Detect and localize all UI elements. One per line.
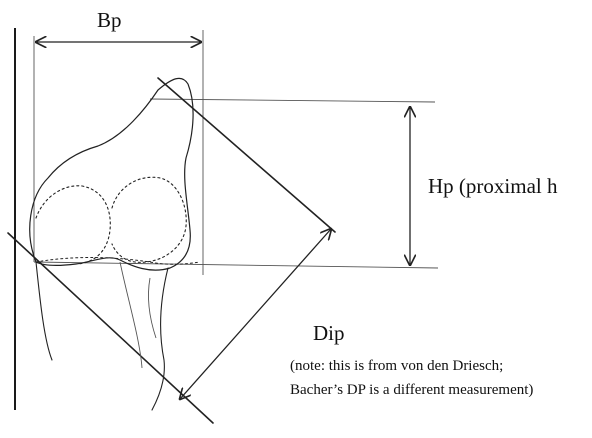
dip-lower-tangent-line [7, 232, 214, 424]
bone-right-edge [151, 267, 169, 411]
note-line-1: (note: this is from von den Driesch; [290, 358, 503, 374]
bp-measurement: Bp [33, 8, 204, 275]
note-line-2: Bacher’s DP is a different measurement) [290, 382, 533, 398]
bone-left-edge [35, 261, 53, 361]
bp-label: Bp [97, 8, 122, 32]
hp-label: Hp (proximal h [428, 174, 558, 198]
dip-dimension-arrow [180, 229, 331, 399]
bone-sketch [29, 77, 201, 411]
hp-measurement: Hp (proximal h [33, 98, 558, 269]
dip-measurement: Dip [7, 77, 345, 424]
hp-top-reference-line [149, 98, 436, 103]
hp-bottom-reference-line [33, 261, 439, 269]
bone-outline [29, 77, 194, 271]
bone-right-condyle [111, 176, 187, 263]
bone-left-condyle [35, 185, 111, 265]
bone-inner-line-2 [147, 277, 157, 339]
dip-label: Dip [313, 321, 345, 345]
note: (note: this is from von den Driesch; Bac… [290, 358, 533, 398]
dip-upper-tangent-line [157, 77, 336, 233]
bone-inner-line [119, 261, 143, 369]
